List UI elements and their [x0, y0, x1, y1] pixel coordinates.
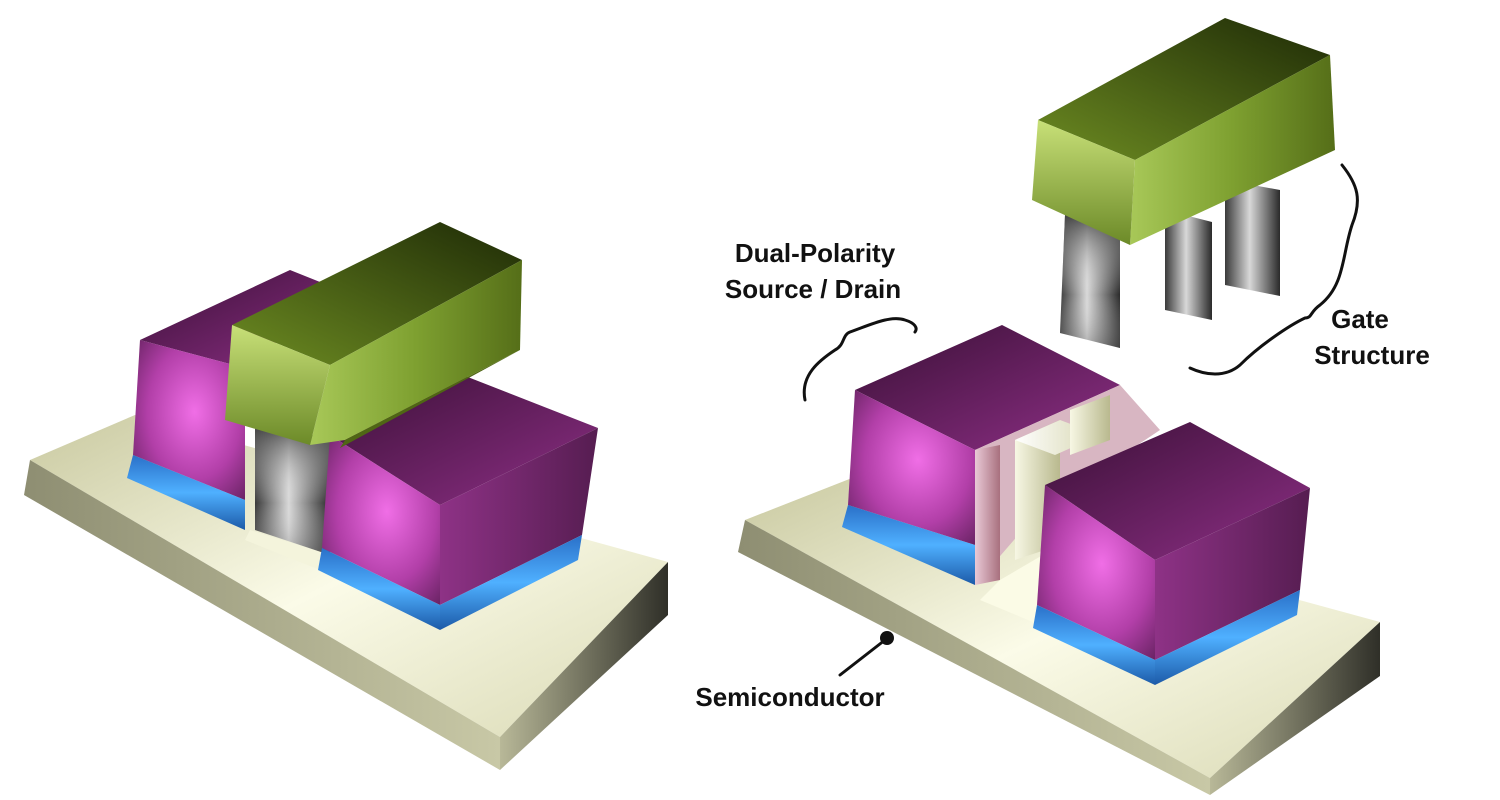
- left-gate-pillar: [245, 425, 330, 570]
- label-gate-line1: Gate: [1331, 304, 1389, 334]
- right-gate-structure: [1032, 18, 1335, 348]
- right-device: [738, 18, 1380, 795]
- label-source-drain: Dual-Polarity Source / Drain: [725, 238, 918, 402]
- source-drain-brace: [802, 317, 918, 402]
- label-gate-line2: Structure: [1314, 340, 1430, 370]
- gate-brace: [1188, 163, 1359, 376]
- left-gate-electrode: [225, 222, 522, 448]
- label-source-drain-line2: Source / Drain: [725, 274, 901, 304]
- label-semiconductor: Semiconductor: [695, 631, 894, 712]
- label-semiconductor-text: Semiconductor: [695, 682, 884, 712]
- label-source-drain-line1: Dual-Polarity: [735, 238, 896, 268]
- right-source-block: [842, 325, 1120, 585]
- semiconductor-leader: [838, 638, 887, 677]
- left-device: [24, 222, 668, 770]
- label-gate-structure: Gate Structure: [1188, 163, 1430, 376]
- right-drain-block: [1033, 422, 1310, 685]
- left-source-block: [127, 270, 340, 530]
- semiconductor-pointer-dot: [880, 631, 894, 645]
